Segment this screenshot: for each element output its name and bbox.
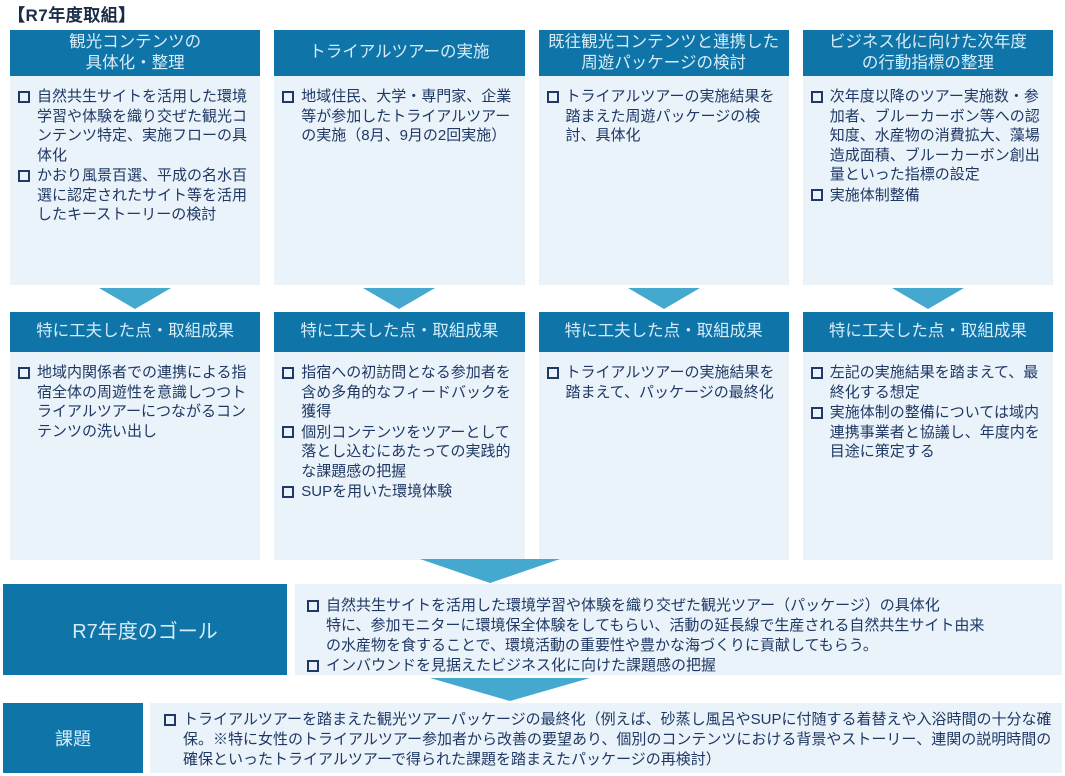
goal-section: R7年度のゴール 自然共生サイトを活用した環境学習や体験を織り交ぜた観光ツアー（… [3,584,1062,675]
page-title: 【R7年度取組】 [8,6,136,25]
list-item: トライアルツアーの実施結果を踏まえて、パッケージの最終化 [546,363,781,402]
list-item-text: トライアルツアーの実施結果を踏まえた周遊パッケージの検討、具体化 [565,88,775,144]
goal-down-arrow-icon [420,559,560,583]
bullet-square-icon [164,713,176,726]
column-tourism-contents: 観光コンテンツの 具体化・整理 自然共生サイトを活用した環境学習や体験を織り交ぜ… [10,30,261,560]
list-item: 実施体制整備 [810,186,1045,206]
column-1-header: 観光コンテンツの 具体化・整理 [10,30,261,76]
list-item: 地域住民、大学・専門家、企業等が参加したトライアルツアーの実施（8月、9月の2回… [282,87,516,146]
bullet-square-icon [307,659,319,672]
list-item-text: 次年度以降のツアー実施数・参加者、ブルーカーボン等への認知度、水産物の消費拡大、… [829,88,1040,183]
list-item-text: 指宿への初訪問となる参加者を含め多角的なフィードバックを獲得 [301,364,511,420]
list-item: トライアルツアーを踏まえた観光ツアーパッケージの最終化（例えば、砂蒸し風呂やSU… [164,710,1052,770]
column-package-study: 既往観光コンテンツと連携した 周遊パッケージの検討 トライアルツアーの実施結果を… [538,30,789,560]
list-item: 指宿への初訪問となる参加者を含め多角的なフィードバックを獲得 [282,363,516,422]
column-1-body: 自然共生サイトを活用した環境学習や体験を織り交ぜた観光コンテンツ特定、実施フロー… [10,76,261,285]
list-item-text: 自然共生サイトを活用した環境学習や体験を織り交ぜた観光コンテンツ特定、実施フロー… [37,88,248,164]
bullet-square-icon [18,169,30,182]
down-arrow-icon [99,288,172,309]
issues-body: トライアルツアーを踏まえた観光ツアーパッケージの最終化（例えば、砂蒸し風呂やSU… [150,703,1062,773]
list-item-text: SUPを用いた環境体験 [301,483,453,500]
bullet-square-icon [18,90,30,103]
list-item-text: かおり風景百選、平成の名水百選に認定されたサイト等を活用したキーストーリーの検討 [37,167,248,223]
column-3-header: 既往観光コンテンツと連携した 周遊パッケージの検討 [538,30,789,76]
list-item-text: 個別コンテンツをツアーとして落とし込むにあたっての実践的な課題感の把握 [301,423,511,480]
column-1-result-header: 特に工夫した点・取組成果 [10,312,261,352]
down-arrow-row [803,285,1053,312]
column-4-header: ビジネス化に向けた次年度 の行動指標の整理 [802,30,1053,76]
list-item-text: 地域住民、大学・専門家、企業等が参加したトライアルツアーの実施（8月、9月の2回… [301,88,512,144]
column-trial-tour: トライアルツアーの実施 地域住民、大学・専門家、企業等が参加したトライアルツアー… [274,30,525,560]
column-4-result-body: 左記の実施結果を踏まえて、最終化する想定 実施体制の整備については域内連携事業者… [802,352,1053,560]
issues-label: 課題 [3,703,143,773]
list-item-text: インバウンドを見据えたビジネス化に向けた課題感の把握 [326,657,717,675]
list-item-text: 自然共生サイトを活用した環境学習や体験を織り交ぜた観光ツアー（パッケージ）の具体… [326,597,985,654]
list-item: 地域内関係者での連携による指宿全体の周遊性を意識しつつトライアルツアーにつながる… [18,363,252,441]
columns-grid: 観光コンテンツの 具体化・整理 自然共生サイトを活用した環境学習や体験を織り交ぜ… [10,30,1053,560]
bullet-square-icon [546,90,559,103]
bullet-square-icon [546,366,559,379]
bullet-square-icon [810,406,823,419]
bullet-square-icon [18,366,30,379]
list-item-text: トライアルツアーを踏まえた観光ツアーパッケージの最終化（例えば、砂蒸し風呂やSU… [183,711,1052,768]
bullet-square-icon [810,366,823,379]
column-2-body: 地域住民、大学・専門家、企業等が参加したトライアルツアーの実施（8月、9月の2回… [274,76,525,285]
goal-body: 自然共生サイトを活用した環境学習や体験を織り交ぜた観光ツアー（パッケージ）の具体… [295,584,1062,675]
bullet-square-icon [282,366,295,379]
list-item-text: 左記の実施結果を踏まえて、最終化する想定 [829,364,1039,401]
bullet-square-icon [307,599,319,612]
goal-label: R7年度のゴール [3,584,287,675]
list-item: 次年度以降のツアー実施数・参加者、ブルーカーボン等への認知度、水産物の消費拡大、… [810,87,1045,185]
down-arrow-row [539,285,789,312]
issues-section: 課題 トライアルツアーを踏まえた観光ツアーパッケージの最終化（例えば、砂蒸し風呂… [3,703,1062,773]
issues-down-arrow-icon [430,678,590,701]
list-item-text: 実施体制整備 [829,186,920,204]
column-2-result-header: 特に工夫した点・取組成果 [274,312,525,352]
down-arrow-icon [627,288,700,309]
bullet-square-icon [282,90,295,103]
list-item: インバウンドを見据えたビジネス化に向けた課題感の把握 [307,656,1052,676]
list-item: SUPを用いた環境体験 [282,482,516,502]
list-item: トライアルツアーの実施結果を踏まえた周遊パッケージの検討、具体化 [546,87,781,146]
list-item: かおり風景百選、平成の名水百選に認定されたサイト等を活用したキーストーリーの検討 [18,166,252,225]
down-arrow-icon [891,288,964,309]
list-item-text: 地域内関係者での連携による指宿全体の周遊性を意識しつつトライアルツアーにつながる… [37,364,247,440]
list-item: 左記の実施結果を踏まえて、最終化する想定 [810,363,1045,402]
list-item-text: トライアルツアーの実施結果を踏まえて、パッケージの最終化 [565,364,775,401]
list-item: 自然共生サイトを活用した環境学習や体験を織り交ぜた観光ツアー（パッケージ）の具体… [307,596,1052,655]
down-arrow-row [274,285,524,312]
list-item: 個別コンテンツをツアーとして落とし込むにあたっての実践的な課題感の把握 [282,423,516,482]
down-arrow-row [10,285,260,312]
bullet-square-icon [282,426,295,438]
bullet-square-icon [810,189,823,201]
column-3-result-header: 特に工夫した点・取組成果 [538,312,789,352]
column-4-result-header: 特に工夫した点・取組成果 [802,312,1053,352]
column-1-result-body: 地域内関係者での連携による指宿全体の周遊性を意識しつつトライアルツアーにつながる… [10,352,261,560]
list-item: 自然共生サイトを活用した環境学習や体験を織り交ぜた観光コンテンツ特定、実施フロー… [18,87,252,165]
list-item-text: 実施体制の整備については域内連携事業者と協議し、年度内を目途に策定する [829,404,1040,460]
column-business-indicators: ビジネス化に向けた次年度 の行動指標の整理 次年度以降のツアー実施数・参加者、ブ… [802,30,1053,560]
column-2-result-body: 指宿への初訪問となる参加者を含め多角的なフィードバックを獲得 個別コンテンツをツ… [274,352,525,560]
column-3-body: トライアルツアーの実施結果を踏まえた周遊パッケージの検討、具体化 [538,76,789,285]
column-4-body: 次年度以降のツアー実施数・参加者、ブルーカーボン等への認知度、水産物の消費拡大、… [802,76,1053,285]
column-3-result-body: トライアルツアーの実施結果を踏まえて、パッケージの最終化 [538,352,789,560]
bullet-square-icon [282,485,295,498]
column-2-header: トライアルツアーの実施 [274,30,525,76]
bullet-square-icon [810,90,823,103]
down-arrow-icon [363,288,436,309]
list-item: 実施体制の整備については域内連携事業者と協議し、年度内を目途に策定する [810,403,1045,462]
